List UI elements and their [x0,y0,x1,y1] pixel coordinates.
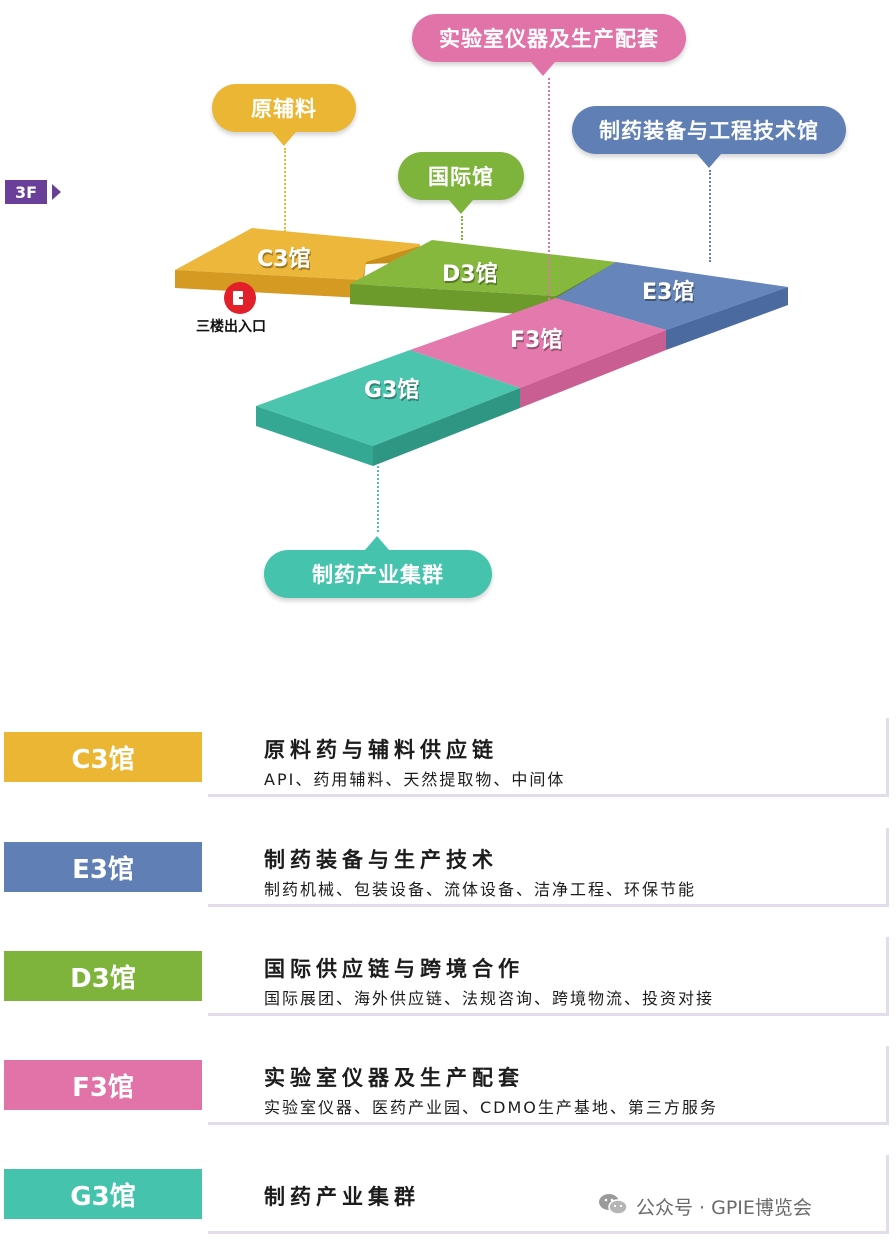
legend-row-g3: G3馆 制药产业集群 [0,1155,896,1245]
legend-subtitle: API、药用辅料、天然提取物、中间体 [264,770,566,789]
legend-subtitle: 制药机械、包装设备、流体设备、洁净工程、环保节能 [264,880,697,899]
legend-swatch-e3: E3馆 [4,842,202,892]
legend-row-c3: C3馆 原料药与辅料供应链 API、药用辅料、天然提取物、中间体 [0,718,896,808]
leader-line-cluster [377,466,379,532]
floor-map: 3F C3馆 [5,14,846,598]
legend-card [208,1046,889,1125]
hall-block-c3[interactable] [175,228,420,298]
bubble-pharma-cluster[interactable]: 制药产业集群 [264,550,492,598]
hall-label-d3: D3馆 [442,262,498,287]
bubble-pointer-raw [272,132,296,146]
wechat-icon [598,1192,628,1221]
legend-title: 实验室仪器及生产配套 [264,1066,524,1090]
legend-card [208,718,889,797]
legend-title: 制药装备与生产技术 [264,848,498,872]
legend-card [208,1155,889,1234]
legend-title: 原料药与辅料供应链 [264,738,498,762]
hall-label-f3: F3馆 [510,328,563,353]
bubble-international[interactable]: 国际馆 [398,152,524,200]
legend-card [208,828,889,907]
bubble-equipment[interactable]: 制药装备与工程技术馆 [572,106,846,154]
legend-row-e3: E3馆 制药装备与生产技术 制药机械、包装设备、流体设备、洁净工程、环保节能 [0,828,896,918]
bubble-pointer-lab [531,62,555,76]
bubble-lab-equipment[interactable]: 实验室仪器及生产配套 [412,14,686,62]
bubble-pointer-cluster [365,536,389,550]
bubble-raw-materials[interactable]: 原辅料 [212,84,356,132]
legend-row-f3: F3馆 实验室仪器及生产配套 实验室仪器、医药产业园、CDMO生产基地、第三方服… [0,1046,896,1136]
watermark-text: 公众号 · GPIE博览会 [636,1197,812,1219]
floor-arrow-icon [52,184,61,200]
hall-block-e3[interactable] [556,262,788,350]
hall-block-g3[interactable] [256,350,520,466]
legend-swatch-d3: D3馆 [4,951,202,1001]
legend-row-d3: D3馆 国际供应链与跨境合作 国际展团、海外供应链、法规咨询、跨境物流、投资对接 [0,937,896,1027]
legend-card [208,937,889,1016]
bubble-pointer-international [449,200,473,214]
bubble-pointer-equipment [697,154,721,168]
leader-line-equipment [709,170,711,262]
legend-swatch-f3: F3馆 [4,1060,202,1110]
exit-icon [224,282,256,314]
watermark: 公众号 · GPIE博览会 [598,1192,812,1221]
floor-tag: 3F [5,180,47,204]
leader-line-raw [284,148,286,232]
leader-line-international [461,216,463,240]
leader-line-lab [548,78,550,300]
hall-label-g3: G3馆 [364,378,420,403]
legend-subtitle: 实验室仪器、医药产业园、CDMO生产基地、第三方服务 [264,1098,718,1117]
hall-label-c3: C3馆 [257,247,311,272]
legend-subtitle: 国际展团、海外供应链、法规咨询、跨境物流、投资对接 [264,989,715,1008]
hall-label-e3: E3馆 [642,280,695,305]
legend-swatch-g3: G3馆 [4,1169,202,1219]
hall-block-f3[interactable] [410,298,666,408]
legend-title: 国际供应链与跨境合作 [264,957,524,981]
exit-label: 三楼出入口 [196,319,266,335]
legend-title: 制药产业集群 [264,1185,420,1209]
legend-swatch-c3: C3馆 [4,732,202,782]
